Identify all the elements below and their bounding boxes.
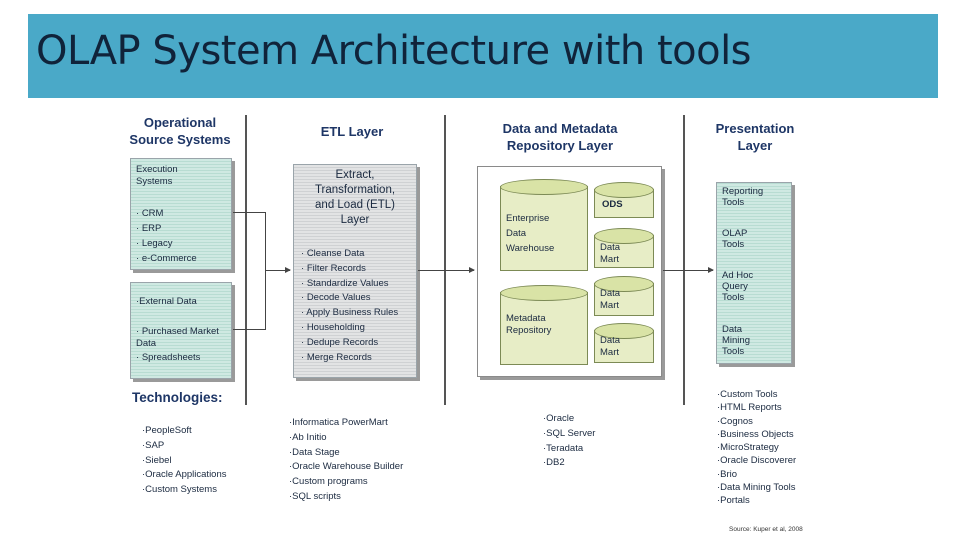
list-item: ·MicroStrategy	[717, 442, 779, 454]
list-item: ·Data Mining Tools	[717, 482, 796, 494]
execution-systems-list: · CRM · ERP · Legacy · e-Commerce	[136, 206, 197, 266]
list-item: ·Ab Initio	[289, 431, 327, 443]
ad-hoc-query-tools: Ad Hoc Query Tools	[722, 270, 754, 303]
list-item: ·Cognos	[717, 415, 753, 427]
external-data-title: ·External Data	[136, 296, 197, 307]
list-item: · Cleanse Data	[301, 248, 365, 259]
presentation-box	[716, 182, 792, 364]
data-mart-cylinder-1: Data Mart	[594, 228, 654, 268]
list-item: ·Oracle Warehouse Builder	[289, 461, 404, 473]
list-item: ·Business Objects	[717, 428, 794, 440]
separator-1	[245, 115, 247, 405]
purchased-market-data: · Purchased Market Data	[136, 326, 219, 349]
list-item: ·Teradata	[543, 442, 584, 454]
reporting-tools: Reporting Tools	[722, 186, 764, 208]
list-item: ·PeopleSoft	[142, 425, 192, 436]
list-item: · ERP	[136, 223, 162, 234]
list-item: ·Oracle	[543, 413, 575, 424]
execution-systems-title: Execution Systems	[136, 164, 178, 187]
metadata-repository-cylinder: Metadata Repository	[500, 285, 588, 365]
list-item: ·Data Stage	[289, 446, 340, 458]
spreadsheets-item: · Spreadsheets	[136, 352, 201, 363]
list-item: ·Informatica PowerMart	[289, 417, 388, 428]
separator-3	[683, 115, 685, 405]
list-item: · Dedupe Records	[301, 336, 379, 348]
list-item: ·Custom Tools	[717, 389, 778, 400]
list-item: ·Custom programs	[289, 476, 368, 488]
list-item: ·Oracle Discoverer	[717, 455, 797, 467]
list-item: · Legacy	[136, 238, 173, 249]
list-item: · e-Commerce	[136, 253, 197, 264]
list-item: · Decode Values	[301, 292, 371, 304]
etl-tools-list: ·Informatica PowerMart ·Ab Initio ·Data …	[289, 416, 403, 505]
list-item: ·DB2	[543, 457, 565, 469]
technologies-header: Technologies:	[132, 390, 223, 405]
execution-systems-box	[130, 158, 232, 270]
connector-src2	[233, 329, 265, 330]
separator-2	[444, 115, 446, 405]
etl-box	[293, 164, 417, 378]
source-tools-list: ·PeopleSoft ·SAP ·Siebel ·Oracle Applica…	[142, 424, 227, 498]
arrow-to-presentation	[663, 267, 714, 273]
arrow-to-etl	[265, 267, 291, 273]
olap-tools: OLAP Tools	[722, 228, 748, 250]
list-item: ·Portals	[717, 495, 750, 507]
header-presentation: Presentation Layer	[715, 121, 795, 153]
list-item: ·Brio	[717, 468, 738, 480]
list-item: ·SAP	[142, 439, 165, 451]
list-item: ·SQL Server	[543, 427, 596, 439]
list-item: · Merge Records	[301, 351, 372, 363]
list-item: · Apply Business Rules	[301, 307, 399, 319]
ods-cylinder: ODS	[594, 182, 654, 218]
header-operational: Operational Source Systems	[129, 115, 231, 147]
connector-vertical	[265, 212, 266, 330]
data-mart-cylinder-3: Data Mart	[594, 323, 654, 363]
data-mining-tools: Data Mining Tools	[722, 324, 750, 357]
header-etl: ETL Layer	[320, 124, 384, 139]
external-data-box	[130, 282, 232, 379]
list-item: · CRM	[136, 208, 164, 219]
arrow-to-repository	[418, 267, 475, 273]
list-item: · Standardize Values	[301, 277, 389, 289]
connector-src1	[233, 212, 265, 213]
list-item: ·Siebel	[142, 454, 172, 466]
list-item: ·Oracle Applications	[142, 469, 227, 481]
list-item: ·Custom Systems	[142, 484, 217, 496]
list-item: · Householding	[301, 321, 365, 333]
db-tools-list: ·Oracle ·SQL Server ·Teradata ·DB2	[543, 412, 595, 471]
title-banner	[28, 14, 938, 98]
list-item: ·SQL scripts	[289, 490, 341, 502]
page-title: OLAP System Architecture with tools	[36, 28, 752, 74]
etl-box-title: Extract, Transformation, and Load (ETL) …	[314, 169, 396, 226]
source-note: Source: Kuper et al, 2008	[729, 526, 803, 533]
list-item: · Filter Records	[301, 262, 366, 274]
enterprise-data-warehouse-cylinder: Enterprise Data Warehouse	[500, 179, 588, 271]
etl-steps-list: · Cleanse Data · Filter Records · Standa…	[301, 247, 398, 365]
data-mart-cylinder-2: Data Mart	[594, 276, 654, 316]
presentation-tools-list: ·Custom Tools ·HTML Reports ·Cognos ·Bus…	[717, 388, 796, 508]
list-item: ·HTML Reports	[717, 402, 782, 414]
header-repository: Data and Metadata Repository Layer	[502, 121, 618, 153]
